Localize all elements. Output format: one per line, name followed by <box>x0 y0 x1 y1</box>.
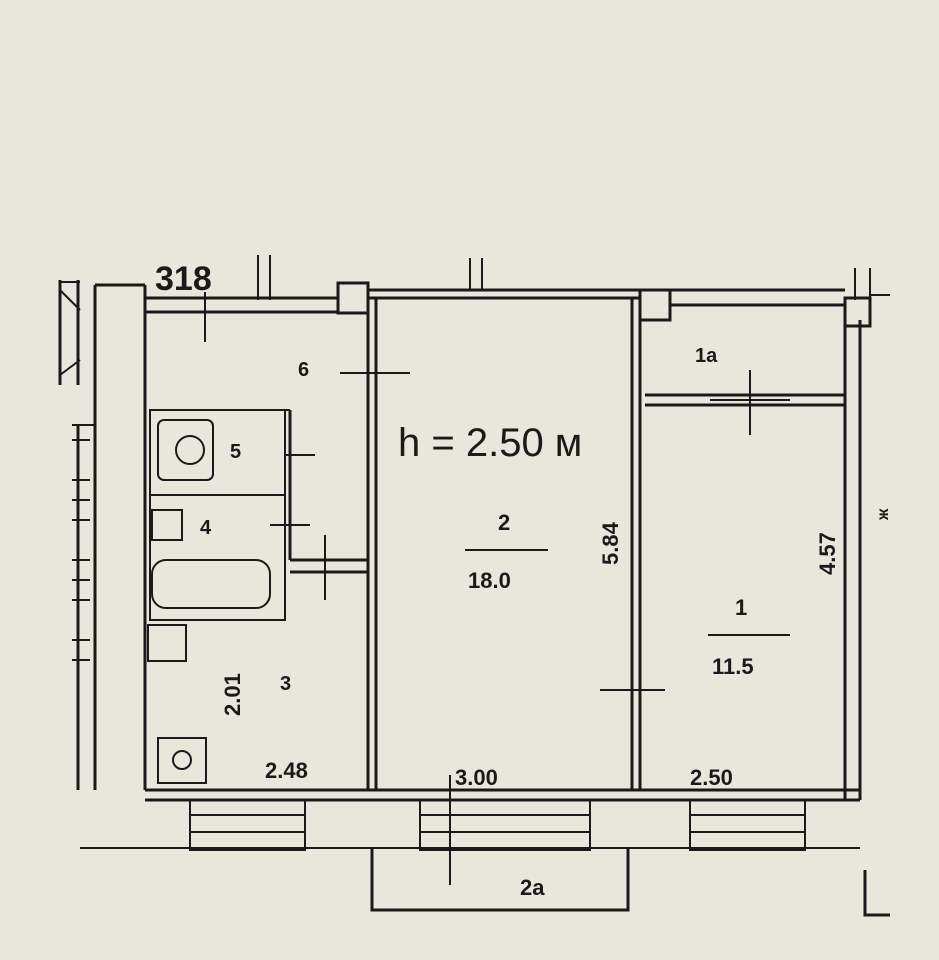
sink-icon <box>151 509 183 541</box>
side-mark: ж <box>875 508 892 521</box>
bathtub-icon <box>151 559 271 609</box>
room-3-width: 2.48 <box>265 758 308 783</box>
room-1a-label: 1a <box>695 345 718 367</box>
wall-hatch <box>59 289 81 311</box>
room-5-label: 5 <box>230 441 241 463</box>
room-6-label: 6 <box>298 359 309 381</box>
room-2-label: 2 <box>498 510 510 535</box>
left-window-marks <box>72 439 90 661</box>
room-4-label: 4 <box>200 517 212 539</box>
column <box>336 281 370 315</box>
balcony-2a <box>370 848 630 912</box>
room-1-area: 11.5 <box>712 654 754 679</box>
window-right <box>689 799 806 851</box>
room-2-width: 3.00 <box>455 765 498 790</box>
room-2-length: 5.84 <box>598 521 623 565</box>
window-middle <box>419 775 591 885</box>
balcony-2a-label: 2a <box>520 875 545 900</box>
toilet-bowl <box>175 435 205 465</box>
room-1-label: 1 <box>735 595 747 620</box>
column <box>843 296 872 328</box>
kitchen-sink-icon <box>147 624 187 662</box>
column <box>638 288 672 322</box>
room-3-length: 2.01 <box>220 673 245 716</box>
room-2-area: 18.0 <box>468 568 511 593</box>
window-left <box>189 799 306 851</box>
room-1-length: 4.57 <box>815 532 840 575</box>
ceiling-height: h = 2.50 м <box>398 421 582 465</box>
room-3-label: 3 <box>280 673 291 695</box>
wall-hatch <box>59 359 81 376</box>
toilet-icon <box>157 419 214 481</box>
plot-number: 318 <box>155 260 212 298</box>
room-1-width: 2.50 <box>690 765 733 790</box>
bath-block <box>149 494 286 621</box>
toilet-block <box>149 409 286 496</box>
corner-mark <box>863 870 890 917</box>
stove-icon <box>157 737 207 784</box>
